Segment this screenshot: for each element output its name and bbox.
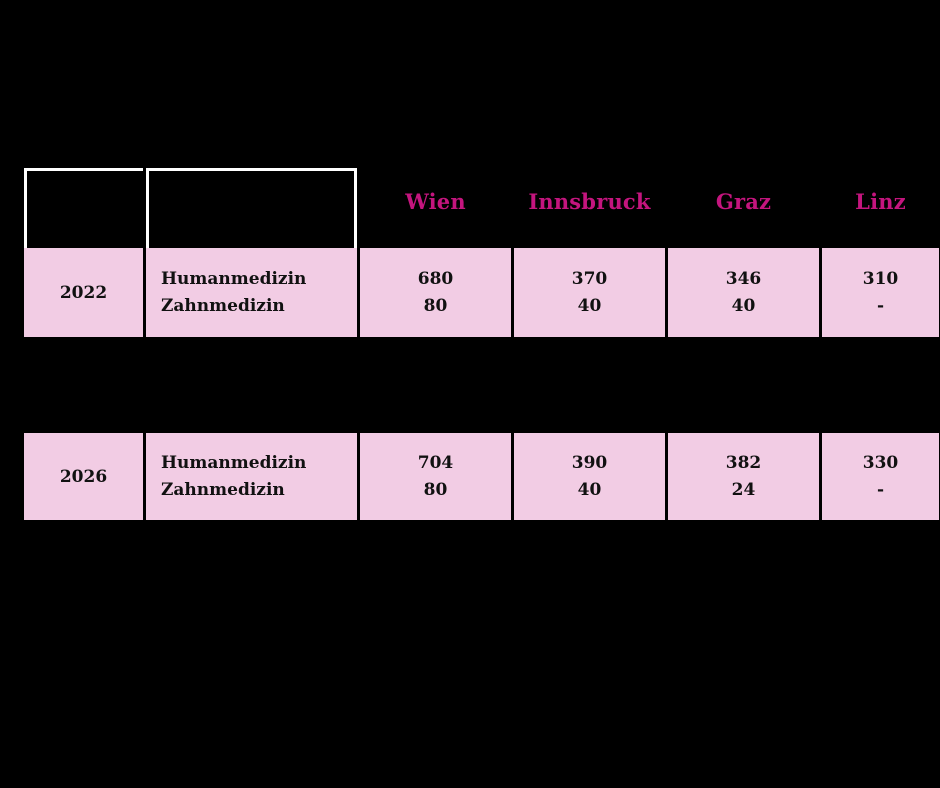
cell-innsbruck: 390 40: [514, 433, 665, 520]
field-line: Zahnmedizin: [161, 295, 285, 316]
value-zahnmedizin: 80: [423, 479, 448, 500]
table-row: 2026 Humanmedizin Zahnmedizin 704 80 390…: [24, 433, 939, 520]
header-label-linz: Linz: [855, 188, 906, 214]
value-humanmedizin: 680: [417, 269, 454, 290]
header-cell-wien: Wien: [360, 168, 511, 248]
value-humanmedizin: 370: [571, 269, 608, 290]
value-humanmedizin: 704: [417, 453, 454, 474]
value-humanmedizin: 382: [725, 453, 762, 474]
value-zahnmedizin: 40: [577, 479, 602, 500]
header-cell-linz: Linz: [822, 168, 939, 248]
value-zahnmedizin: -: [876, 479, 885, 500]
value-zahnmedizin: 80: [423, 295, 448, 316]
cell-fields: Humanmedizin Zahnmedizin: [146, 433, 357, 520]
table-row: 2022 Humanmedizin Zahnmedizin 680 80 370…: [24, 248, 939, 337]
header-cell-graz: Graz: [668, 168, 819, 248]
cell-wien: 704 80: [360, 433, 511, 520]
header-label-graz: Graz: [715, 188, 772, 214]
header-cell-field: [146, 168, 357, 248]
cell-linz: 310 -: [822, 248, 939, 337]
cell-year: 2022: [24, 248, 143, 337]
field-line: Zahnmedizin: [161, 479, 285, 500]
cell-year: 2026: [24, 433, 143, 520]
cell-fields: Humanmedizin Zahnmedizin: [146, 248, 357, 337]
header-label-wien: Wien: [405, 188, 466, 214]
value-humanmedizin: 346: [725, 269, 762, 290]
cell-graz: 382 24: [668, 433, 819, 520]
value-humanmedizin: 330: [862, 453, 899, 474]
field-line: Humanmedizin: [161, 269, 307, 290]
field-line: Humanmedizin: [161, 453, 307, 474]
header-cell-innsbruck: Innsbruck: [514, 168, 665, 248]
value-humanmedizin: 310: [862, 269, 899, 290]
value-zahnmedizin: 24: [731, 479, 756, 500]
value-zahnmedizin: -: [876, 295, 885, 316]
header-label-innsbruck: Innsbruck: [528, 188, 651, 214]
value-humanmedizin: 390: [571, 453, 608, 474]
cell-linz: 330 -: [822, 433, 939, 520]
header-cell-year: [24, 168, 143, 248]
value-zahnmedizin: 40: [731, 295, 756, 316]
cell-innsbruck: 370 40: [514, 248, 665, 337]
table-header-row: Wien Innsbruck Graz Linz: [24, 168, 939, 248]
cell-graz: 346 40: [668, 248, 819, 337]
cell-wien: 680 80: [360, 248, 511, 337]
value-zahnmedizin: 40: [577, 295, 602, 316]
